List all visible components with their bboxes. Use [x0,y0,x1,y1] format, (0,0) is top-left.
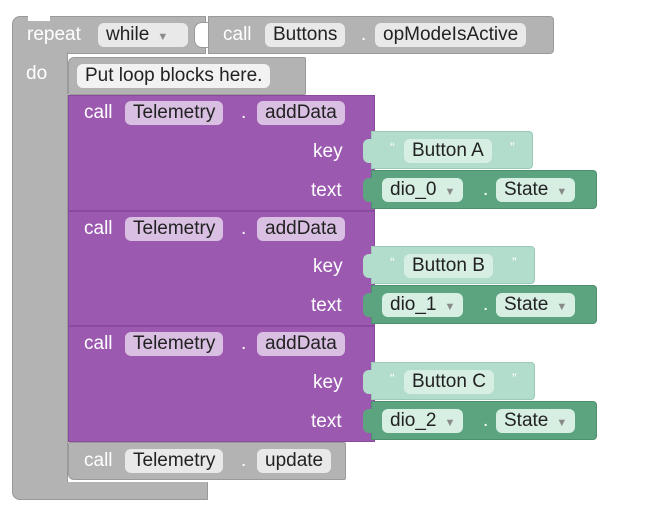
repeat-spine [12,52,68,500]
add-data-dot: . [241,102,247,123]
close-quote: ” [512,254,517,270]
property-value: State [504,179,549,200]
property-value: State [504,410,549,431]
add-data-call-label: call [84,102,113,123]
key-label: key [313,256,343,277]
add-data-dot: . [241,218,247,239]
key-string-block-c[interactable]: “ Button C ” [371,362,535,400]
key-string-block-b[interactable]: “ Button B ” [371,246,535,284]
dropdown-arrow-icon: ▼ [556,301,568,313]
key-label: key [313,372,343,393]
condition-dot: . [361,24,367,45]
dropdown-arrow-icon: ▼ [157,31,169,43]
update-call-label: call [84,450,113,471]
add-data-block-a[interactable]: call Telemetry . addData key text [68,95,375,211]
update-method[interactable]: update [257,449,332,473]
add-data-block-c[interactable]: call Telemetry . addData key text [68,326,375,442]
getter-dot: . [483,179,489,200]
device-value: dio_1 [390,294,437,315]
update-block[interactable]: call Telemetry . update [68,442,346,480]
property-dropdown[interactable]: State ▼ [496,409,576,433]
repeat-footer [12,482,208,500]
key-string-block-a[interactable]: “ Button A ” [371,131,533,169]
key-connector-c [363,370,372,394]
text-connector-c [363,409,372,433]
add-data-call-label: call [84,218,113,239]
dropdown-arrow-icon: ▼ [444,417,456,429]
text-label: text [311,295,342,316]
dropdown-arrow-icon: ▼ [444,186,456,198]
placeholder-block[interactable]: Put loop blocks here. [68,57,306,95]
key-connector-b [363,254,372,278]
key-string-value[interactable]: Button B [404,254,493,278]
state-getter-block-c[interactable]: dio_2 ▼ . State ▼ [371,401,597,440]
key-string-value[interactable]: Button A [404,139,492,163]
dropdown-arrow-icon: ▼ [556,186,568,198]
getter-dot: . [483,294,489,315]
property-dropdown[interactable]: State ▼ [496,178,576,202]
placeholder-text: Put loop blocks here. [77,64,271,88]
update-component[interactable]: Telemetry [125,449,224,473]
open-quote: “ [390,139,395,155]
add-data-component[interactable]: Telemetry [125,217,224,241]
condition-component[interactable]: Buttons [265,23,346,47]
add-data-method[interactable]: addData [257,101,345,125]
key-string-value[interactable]: Button C [404,370,494,394]
condition-call-label: call [223,24,252,45]
dropdown-arrow-icon: ▼ [444,301,456,313]
repeat-mode-dropdown[interactable]: while ▼ [98,23,188,47]
add-data-method[interactable]: addData [257,332,345,356]
device-dropdown[interactable]: dio_2 ▼ [382,409,464,433]
text-label: text [311,411,342,432]
do-label: do [26,63,48,84]
condition-block[interactable]: call Buttons . opModeIsActive [208,16,554,54]
add-data-component[interactable]: Telemetry [125,332,224,356]
repeat-mode-value: while [106,24,150,45]
state-getter-block-b[interactable]: dio_1 ▼ . State ▼ [371,285,597,324]
condition-connector [194,22,208,48]
add-data-block-b[interactable]: call Telemetry . addData key text [68,211,375,326]
getter-dot: . [483,410,489,431]
add-data-call-label: call [84,333,113,354]
add-data-method[interactable]: addData [257,217,345,241]
dropdown-arrow-icon: ▼ [556,417,568,429]
add-data-dot: . [241,333,247,354]
device-value: dio_2 [390,410,437,431]
text-label: text [311,180,342,201]
state-getter-block-a[interactable]: dio_0 ▼ . State ▼ [371,170,597,209]
text-connector-b [363,293,372,317]
update-dot: . [241,450,247,471]
close-quote: ” [512,370,517,386]
property-dropdown[interactable]: State ▼ [496,293,576,317]
repeat-label: repeat [27,24,81,45]
device-dropdown[interactable]: dio_1 ▼ [382,293,464,317]
open-quote: “ [390,370,395,386]
open-quote: “ [390,254,395,270]
property-value: State [504,294,549,315]
device-value: dio_0 [390,179,437,200]
top-notch [28,15,50,21]
key-label: key [313,141,343,162]
close-quote: ” [510,139,515,155]
key-connector-a [363,139,372,163]
device-dropdown[interactable]: dio_0 ▼ [382,178,464,202]
add-data-component[interactable]: Telemetry [125,101,224,125]
condition-method[interactable]: opModeIsActive [375,23,527,47]
text-connector-a [363,178,372,202]
